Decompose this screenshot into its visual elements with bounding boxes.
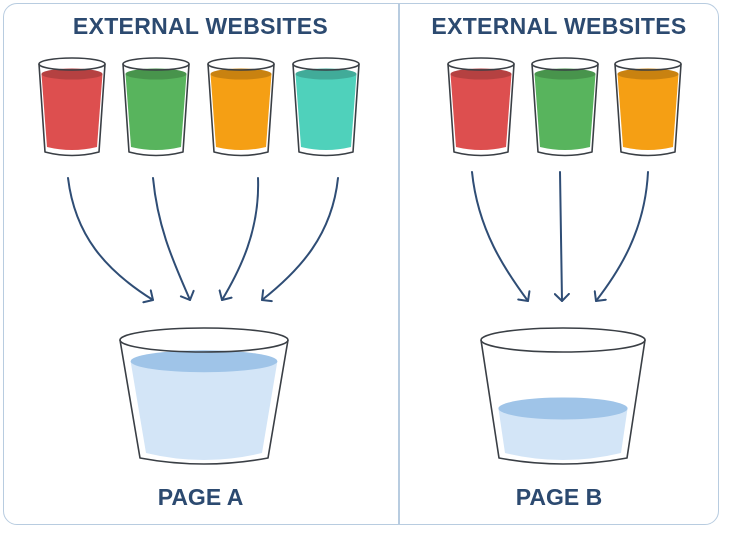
source-cups-layer (38, 57, 682, 157)
water-surface (498, 397, 628, 420)
arrows-layer (67, 171, 649, 304)
arrow-green-to-page-a (152, 177, 195, 301)
arrow-teal-to-page-a (261, 177, 339, 303)
green-glass-icon (122, 57, 190, 157)
arrow-green-to-page-b (553, 171, 570, 302)
right-heading: EXTERNAL WEBSITES (431, 13, 687, 39)
water-surface (130, 350, 278, 373)
arrow-red-to-page-b (471, 171, 531, 302)
page-b-label: PAGE B (515, 484, 603, 510)
panel-divider (398, 4, 400, 524)
buckets-layer (119, 327, 646, 465)
teal-glass-icon (292, 57, 360, 157)
red-glass-icon (447, 57, 515, 157)
page-a-bucket-icon (119, 327, 289, 465)
page-b-bucket-icon (480, 327, 646, 465)
arrow-red-to-page-a (67, 177, 154, 304)
red-glass-icon (38, 57, 106, 157)
left-heading: EXTERNAL WEBSITES (72, 13, 329, 39)
orange-glass-icon (614, 57, 682, 157)
green-glass-icon (531, 57, 599, 157)
orange-glass-icon (207, 57, 275, 157)
page-a-label: PAGE A (157, 484, 244, 510)
arrow-orange-to-page-b (593, 171, 649, 302)
arrow-orange-to-page-a (218, 177, 260, 301)
diagram-frame (3, 3, 719, 525)
